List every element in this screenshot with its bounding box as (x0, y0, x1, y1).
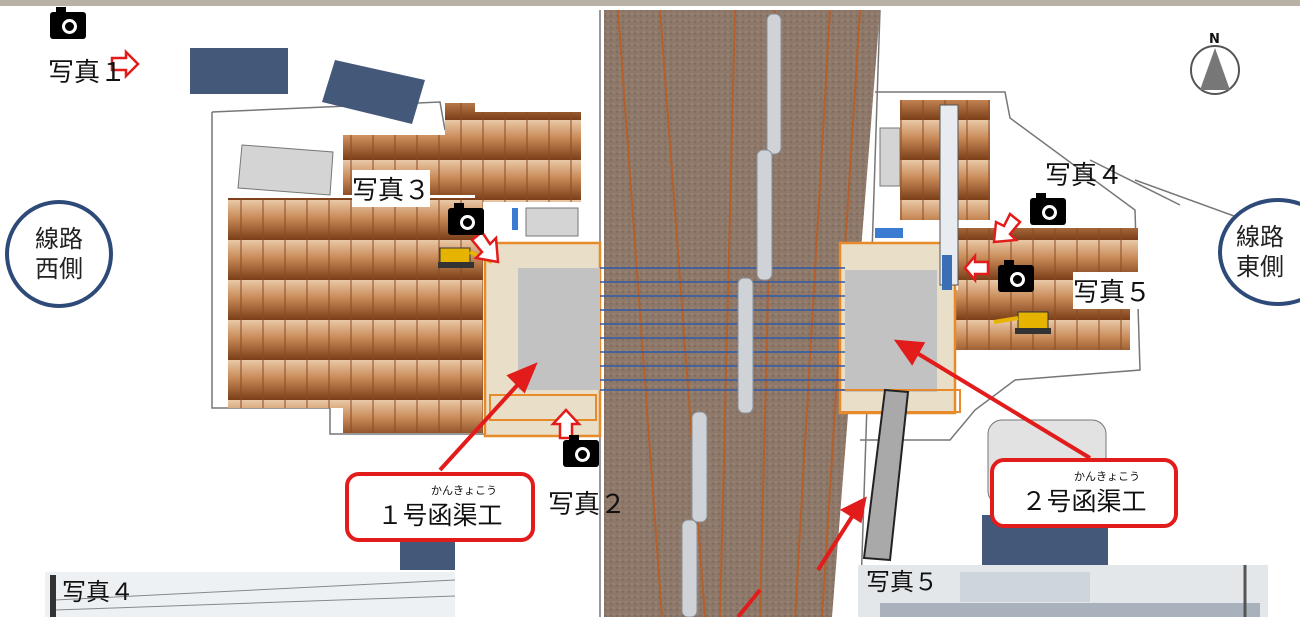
west-line2: 西側 (35, 255, 83, 283)
photo-5-inset-label: 写真５ (866, 568, 938, 596)
camera-icon (1030, 193, 1066, 225)
train (691, 411, 708, 523)
culvert-1-name: １号函渠工 (377, 501, 503, 530)
north-compass-icon (1190, 45, 1240, 95)
blue-marker (512, 208, 518, 230)
culvert-2-callout: かんきょこう ２号函渠工 (990, 458, 1178, 528)
crane (939, 104, 959, 290)
building (190, 48, 288, 94)
west-side-marker: 線路 西側 (5, 200, 113, 308)
excavator-icon (993, 311, 1051, 334)
photo-3-label: 写真３ (352, 170, 431, 207)
arrow-icon (110, 48, 140, 80)
camera-icon (563, 435, 599, 467)
culvert-2-name: ２号函渠工 (1021, 487, 1147, 516)
photo-4-label: 写真４ (1045, 161, 1124, 191)
compass-letter: N (1209, 32, 1220, 47)
arrow-icon (992, 212, 1022, 244)
temporary-beam (862, 388, 910, 562)
camera-icon (448, 203, 484, 235)
photo-inset-4 (45, 572, 456, 617)
jacking-pipes (600, 267, 845, 391)
train (737, 277, 754, 414)
culvert-2-ruby: かんきょこう (1074, 470, 1140, 483)
blue-marker (875, 228, 903, 238)
photo-2-label: 写真２ (548, 490, 627, 520)
photo-1-label: 写真１ (48, 58, 127, 88)
buildings (190, 48, 1108, 570)
culvert-1-area (483, 241, 602, 438)
west-line1: 線路 (35, 225, 83, 253)
trains (681, 13, 782, 617)
camera-icon (998, 260, 1034, 292)
pointer-arrows (438, 339, 1092, 617)
east-side-marker: 線路 東側 (1218, 198, 1300, 306)
east-line1: 線路 (1236, 223, 1284, 251)
camera-direction-arrows (110, 48, 1022, 440)
arrow-icon (963, 252, 990, 284)
photo-5-label: 写真５ (1073, 272, 1152, 309)
culvert-1-ruby: かんきょこう (431, 484, 497, 497)
top-photo-strip (0, 0, 1300, 6)
arrow-icon (470, 230, 500, 264)
culvert-1-callout: かんきょこう １号函渠工 (345, 472, 535, 542)
east-line2: 東側 (1236, 253, 1284, 281)
train (756, 149, 773, 281)
train (681, 519, 698, 617)
photo-4-inset-label: 写真４ (62, 578, 134, 606)
building (322, 60, 425, 124)
train (766, 13, 782, 155)
camera-icon (50, 7, 86, 39)
culvert-2-area (838, 241, 961, 415)
photo-inset-5 (858, 565, 1268, 617)
